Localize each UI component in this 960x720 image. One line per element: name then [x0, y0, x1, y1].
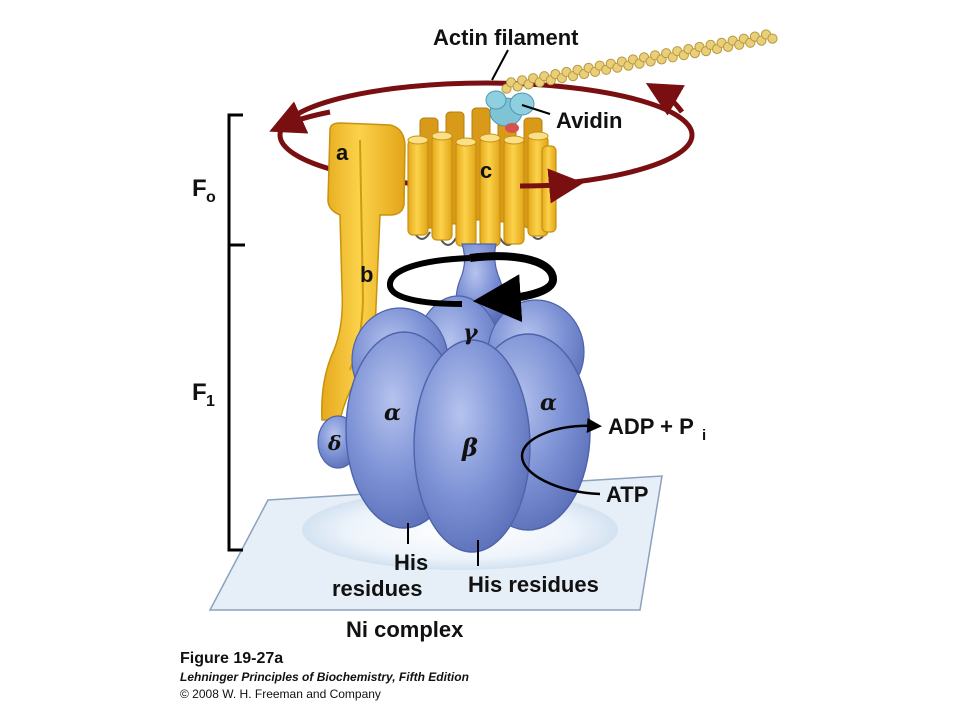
f1-subscript: 1	[206, 393, 215, 410]
fo-subscript: o	[206, 189, 216, 206]
adp-pi-subscript: i	[702, 427, 706, 444]
alpha-right-label: α	[540, 390, 557, 416]
subunit-c-label: c	[480, 158, 492, 183]
copyright-line: © 2008 W. H. Freeman and Company	[180, 687, 381, 701]
figure-number: Figure 19-27a	[180, 650, 283, 668]
avidin-label: Avidin	[556, 108, 622, 133]
his-left-label-line1: His	[394, 550, 428, 575]
actin-filament-label: Actin filament	[433, 25, 579, 50]
his-left-label-line2: residues	[332, 576, 423, 601]
book-title: Lehninger Principles of Biochemistry, Fi…	[180, 670, 469, 684]
ni-complex-label: Ni complex	[346, 617, 464, 642]
actin-bead	[768, 34, 777, 43]
delta-label: δ	[327, 431, 341, 455]
gamma-label: γ	[463, 320, 479, 346]
f-bracket	[229, 115, 245, 550]
beta-label: β	[461, 433, 478, 462]
alpha-left-label: α	[384, 400, 401, 426]
fo-label: F	[192, 175, 207, 202]
adp-pi-label: ADP + P	[608, 414, 694, 439]
his-right-label: His residues	[468, 572, 599, 597]
subunit-a-label: a	[336, 140, 349, 165]
subunit-b-label: b	[360, 262, 373, 287]
f1-label: F	[192, 379, 207, 406]
atp-label: ATP	[606, 482, 648, 507]
